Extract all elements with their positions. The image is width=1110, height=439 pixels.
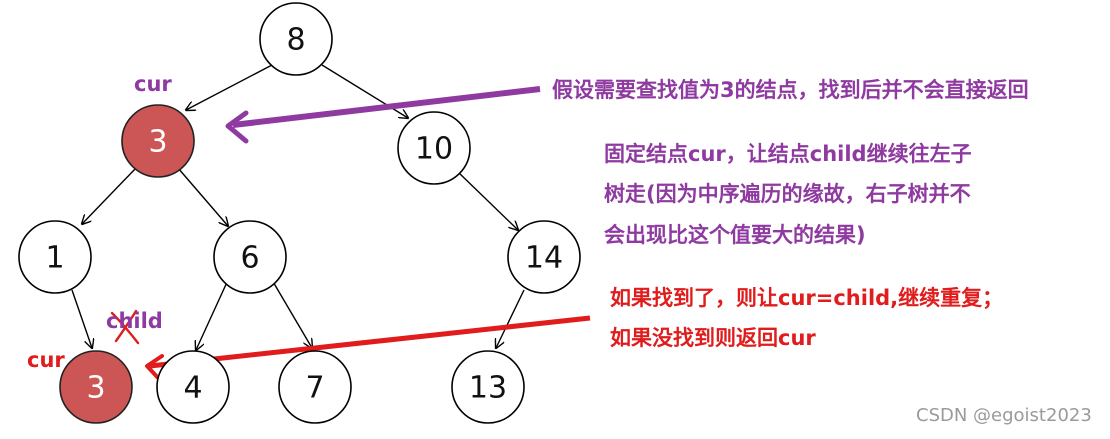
child-label: child [106,309,163,333]
node-circle [507,220,581,294]
node-circle [278,350,352,424]
tree-node: 4 [156,350,230,424]
tree-node: 3 [121,104,195,178]
tree-node: 13 [451,350,525,424]
node-label: 1 [45,241,64,276]
tree-node: 6 [213,220,287,294]
purple-arrow-shaft [232,86,541,128]
note-purple-line1: 假设需要查找值为3的结点，找到后并不会直接返回 [552,78,1029,102]
note-purple-line4: 会出现比这个值要大的结果) [604,223,866,247]
node-label: 7 [305,371,324,406]
node-label: 3 [148,125,167,160]
tree-node: 1 [18,220,92,294]
edge-8-3 [186,64,273,110]
cur-label-bottom: cur [27,348,65,372]
node-label: 13 [469,371,507,406]
node-circle [397,111,471,185]
cross-mark [110,309,140,345]
edge-1-3 [71,289,92,348]
edge-3-1 [82,167,137,224]
note-purple-line3: 树走(因为中序遍历的缘故，右子树并不 [604,182,971,206]
red-arrow-shaft [149,315,591,369]
tree-node: 14 [507,220,581,294]
note-red-line1: 如果找到了，则让cur=child,继续重复； [610,286,1004,310]
tree-node: 7 [278,350,352,424]
node-circle [121,104,195,178]
node-circle [213,220,287,294]
node-label: 14 [525,241,563,276]
node-circle [156,350,230,424]
edge-6-4 [196,279,229,350]
cur-label-top: cur [134,72,172,96]
edge-6-7 [271,279,312,348]
edge-3-6 [177,167,228,226]
node-label: 10 [415,132,453,167]
edge-10-14 [457,171,518,230]
watermark: CSDN @egoist2023 [916,405,1092,426]
tree-node: 3 [59,350,133,424]
node-label: 3 [86,371,105,406]
node-label: 8 [286,23,305,58]
tree-node: 8 [259,2,333,76]
node-circle [451,350,525,424]
node-circle [59,350,133,424]
node-circle [18,220,92,294]
node-label: 4 [183,371,202,406]
tree-node: 10 [397,111,471,185]
red-arrow-head [145,354,164,382]
note-purple-line2: 固定结点cur，让结点child继续往左子 [604,142,972,166]
purple-arrow-head [225,110,249,144]
node-label: 6 [240,241,259,276]
note-red-line2: 如果没找到则返回cur [610,326,816,350]
node-circle [259,2,333,76]
tree-nodes: 8 3 10 1 6 14 3 4 7 13 [18,2,581,424]
edge-14-13 [496,289,525,348]
